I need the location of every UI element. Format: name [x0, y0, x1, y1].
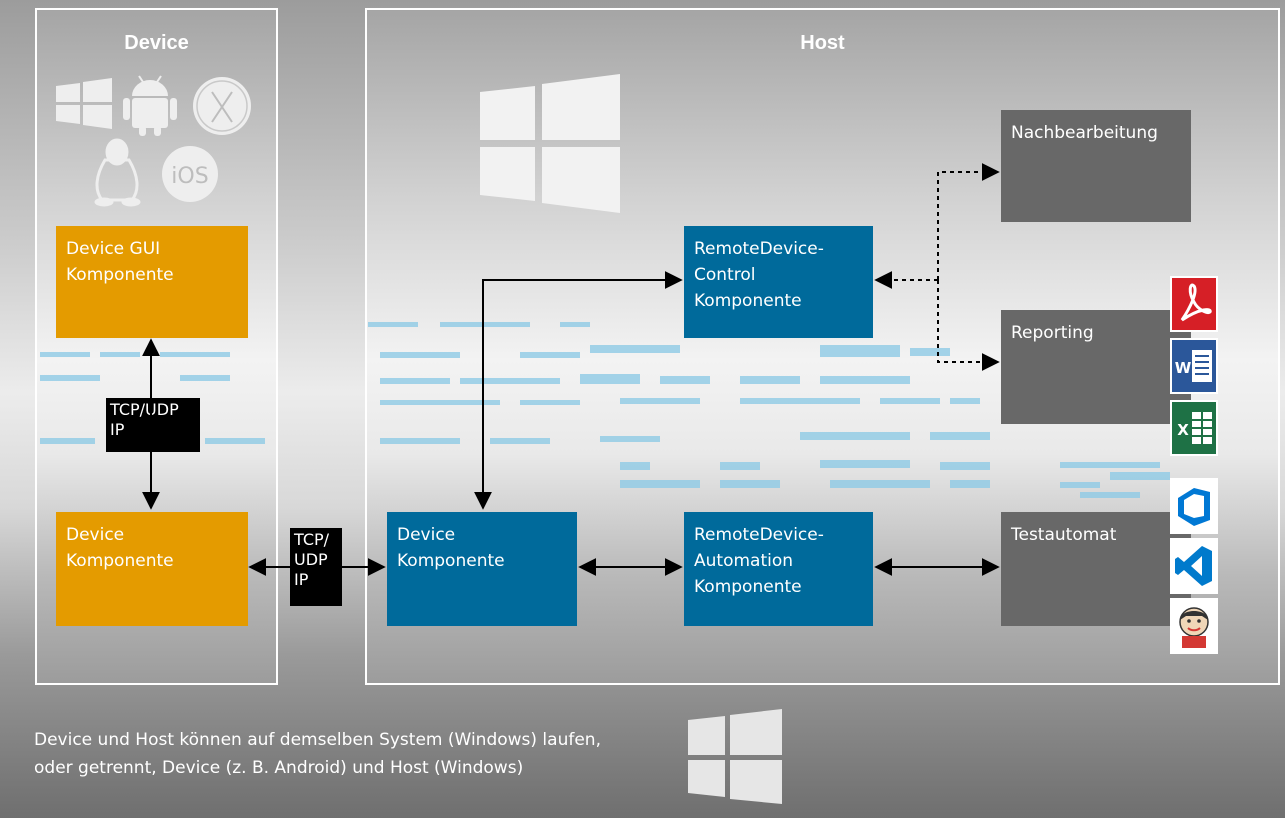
visual-studio-icon: [1170, 538, 1218, 594]
windows-icon: [56, 78, 112, 129]
device-component-label-line1: Device: [66, 525, 125, 545]
azure-devops-icon: [1170, 478, 1218, 534]
connection-protocol-line1: TCP/: [294, 530, 330, 549]
excel-icon: X: [1170, 400, 1218, 456]
acrobat-pdf-icon: [1170, 276, 1218, 332]
footer-line1: Device und Host können auf demselben Sys…: [34, 730, 601, 750]
device-gui-label-line2: Komponente: [66, 265, 174, 285]
rdc-label-line3: Komponente: [694, 291, 802, 311]
word-icon: W: [1170, 338, 1218, 394]
footer-note: Device und Host können auf demselben Sys…: [34, 726, 601, 782]
footer-line2: oder getrennt, Device (z. B. Android) un…: [34, 758, 524, 778]
device-gui-label-line1: Device GUI: [66, 239, 161, 259]
testautomat-label: Testautomat: [1011, 525, 1117, 545]
rda-label-line1: RemoteDevice-: [694, 525, 824, 545]
rdc-label-line1: RemoteDevice-: [694, 239, 824, 259]
jenkins-icon: [1170, 598, 1218, 654]
android-icon: [123, 75, 177, 136]
host-panel-title: Host: [800, 32, 845, 54]
rda-label-line3: Komponente: [694, 577, 802, 597]
device-component-label-line2: Komponente: [66, 551, 174, 571]
remotedevice-control-box: RemoteDevice- Control Komponente: [684, 226, 873, 338]
device-protocol-line2: IP: [110, 420, 125, 439]
reporting-box: Reporting: [1001, 310, 1191, 424]
remotedevice-automation-box: RemoteDevice- Automation Komponente: [684, 512, 873, 626]
linux-tux-icon: [94, 138, 141, 207]
host-device-label-line1: Device: [397, 525, 456, 545]
svg-text:iOS: iOS: [171, 164, 208, 189]
rda-label-line2: Automation: [694, 551, 794, 571]
device-gui-component-box: Device GUI Komponente: [56, 226, 248, 338]
postprocessing-label: Nachbearbeitung: [1011, 123, 1158, 143]
testautomat-box: Testautomat: [1001, 512, 1191, 626]
host-device-component-box: Device Komponente: [387, 512, 577, 626]
ios-icon: iOS: [162, 146, 218, 202]
rdc-label-line2: Control: [694, 265, 756, 285]
windows-logo-footer-icon: [688, 709, 782, 804]
svg-text:W: W: [1175, 359, 1192, 377]
svg-text:X: X: [1177, 421, 1189, 439]
windows-logo-large-icon: [480, 74, 620, 213]
host-device-label-line2: Komponente: [397, 551, 505, 571]
arrow-host-device-to-rdc: [474, 271, 683, 510]
reporting-label: Reporting: [1011, 323, 1094, 343]
device-component-box: Device Komponente: [56, 512, 248, 626]
dashed-to-reporting: [937, 280, 1000, 371]
postprocessing-box: Nachbearbeitung: [1001, 110, 1191, 222]
device-panel-title: Device: [124, 32, 189, 54]
dashed-to-postprocessing: [937, 163, 1000, 280]
macos-x-icon: [193, 77, 251, 135]
